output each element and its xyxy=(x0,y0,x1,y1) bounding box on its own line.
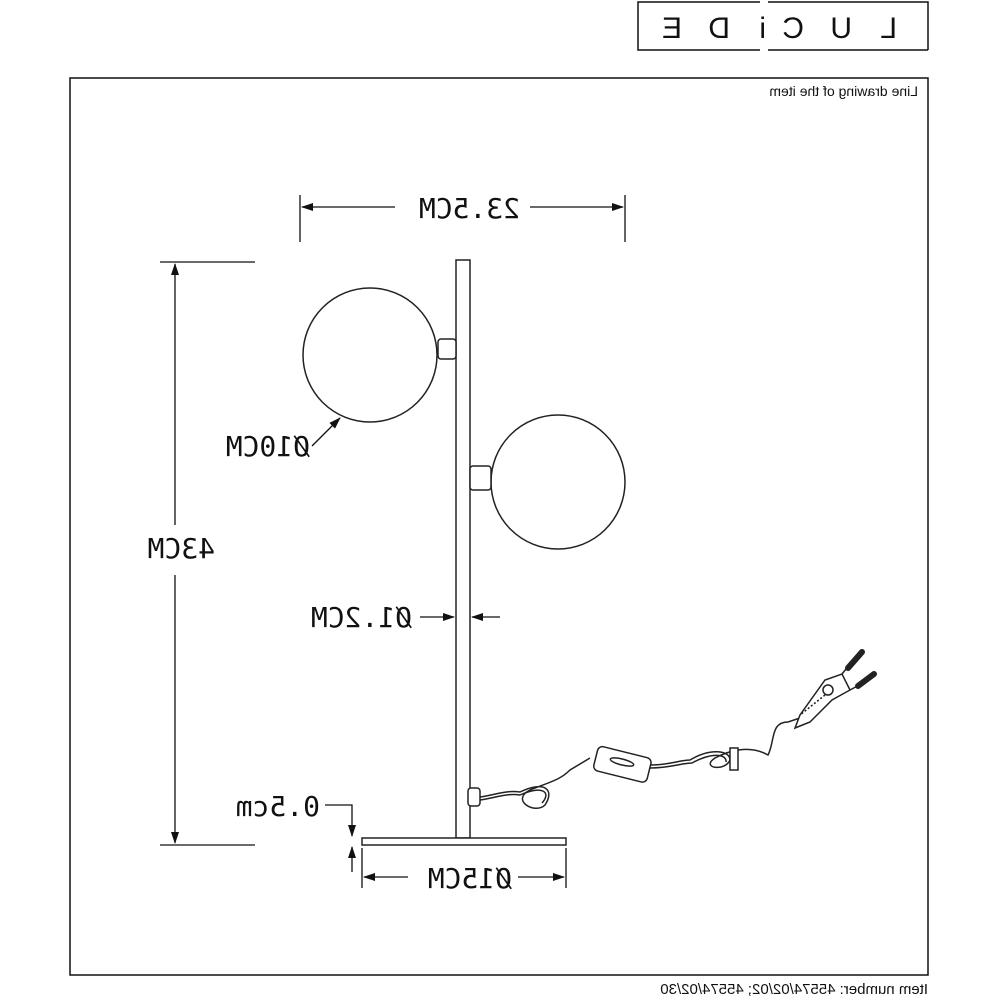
cord-switch xyxy=(592,745,652,783)
drawing-frame xyxy=(69,77,929,976)
globe-diameter-label: Ø10CM xyxy=(226,430,310,463)
logo-letter: U xyxy=(830,12,852,45)
base xyxy=(361,837,567,846)
logo-letter: i xyxy=(759,12,766,45)
dimension-lines xyxy=(160,195,626,888)
lower-globe xyxy=(490,414,626,550)
item-number: Item number: 45574/02/02; 45574/02/30 xyxy=(660,981,928,998)
caption: Line drawing of the item xyxy=(769,83,918,99)
lucide-logo: L U C i D E xyxy=(637,1,929,51)
logo-letter: E xyxy=(662,12,682,45)
upper-socket xyxy=(437,338,457,360)
logo-letter: D xyxy=(708,12,730,45)
lower-socket xyxy=(469,465,492,491)
base-thickness-label: 0.5cm xyxy=(236,790,320,823)
base-diameter-label: Ø15CM xyxy=(428,862,512,895)
pole xyxy=(455,259,471,839)
logo-letter: C xyxy=(782,12,804,45)
width-dimension-label: 23.5CM xyxy=(419,192,520,225)
logo-letter: L xyxy=(880,12,897,45)
power-cord xyxy=(479,649,877,810)
upper-globe xyxy=(302,287,438,423)
lamp xyxy=(302,259,626,846)
cord-grommet xyxy=(467,787,481,807)
height-dimension-label: 43CM xyxy=(148,532,215,565)
pole-diameter-label: Ø1.2CM xyxy=(311,601,412,634)
plug-icon xyxy=(793,649,877,730)
